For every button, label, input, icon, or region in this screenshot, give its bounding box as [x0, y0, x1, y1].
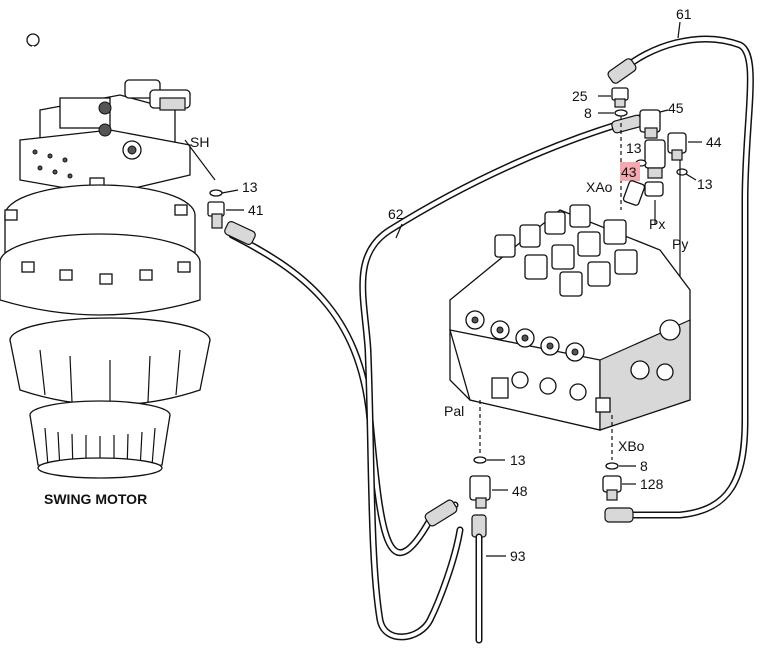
callout-13-right: 13 [697, 176, 713, 192]
fitting-44 [667, 132, 687, 161]
callout-48: 48 [512, 483, 528, 499]
callout-44: 44 [706, 134, 722, 150]
o-ring-8-top [614, 109, 628, 117]
callout-13-upper: 13 [626, 140, 642, 156]
fitting-128 [602, 475, 622, 501]
port-label-px: Px [649, 216, 665, 232]
fitting-43 [622, 180, 646, 206]
hose-61 [604, 35, 754, 523]
port-label-sh: SH [190, 134, 209, 150]
callout-62: 62 [388, 206, 404, 222]
fitting-45 [639, 109, 661, 139]
hose-93 [471, 514, 487, 644]
fitting-41 [207, 201, 225, 229]
callout-41: 41 [248, 202, 264, 218]
callout-61: 61 [676, 6, 692, 22]
callout-128: 128 [640, 476, 664, 492]
callout-8-lower: 8 [640, 458, 648, 474]
o-ring-13-motor [209, 189, 223, 197]
swing-motor-caption: SWING MOTOR [44, 491, 147, 507]
callout-25: 25 [572, 88, 588, 104]
port-label-xbo: XBo [618, 438, 645, 454]
fitting-25 [611, 87, 629, 108]
callout-13-motor: 13 [242, 179, 258, 195]
fitting-48 [469, 475, 491, 509]
callout-93: 93 [510, 548, 526, 564]
callout-8-top: 8 [584, 105, 592, 121]
o-ring-8-lower [605, 462, 619, 470]
control-valve [449, 204, 691, 431]
swing-motor [0, 33, 211, 479]
port-label-xao: XAo [586, 179, 613, 195]
o-ring-13-right [676, 168, 688, 176]
port-label-pal: Pal [444, 403, 464, 419]
callout-43: 43 [621, 164, 637, 180]
hose-motor-to-48 [224, 221, 459, 557]
fitting-block-px [644, 139, 666, 197]
callout-45: 45 [668, 100, 684, 116]
callout-43-highlight [620, 162, 640, 181]
callout-13-lower: 13 [510, 452, 526, 468]
o-ring-13-lower [473, 456, 487, 464]
